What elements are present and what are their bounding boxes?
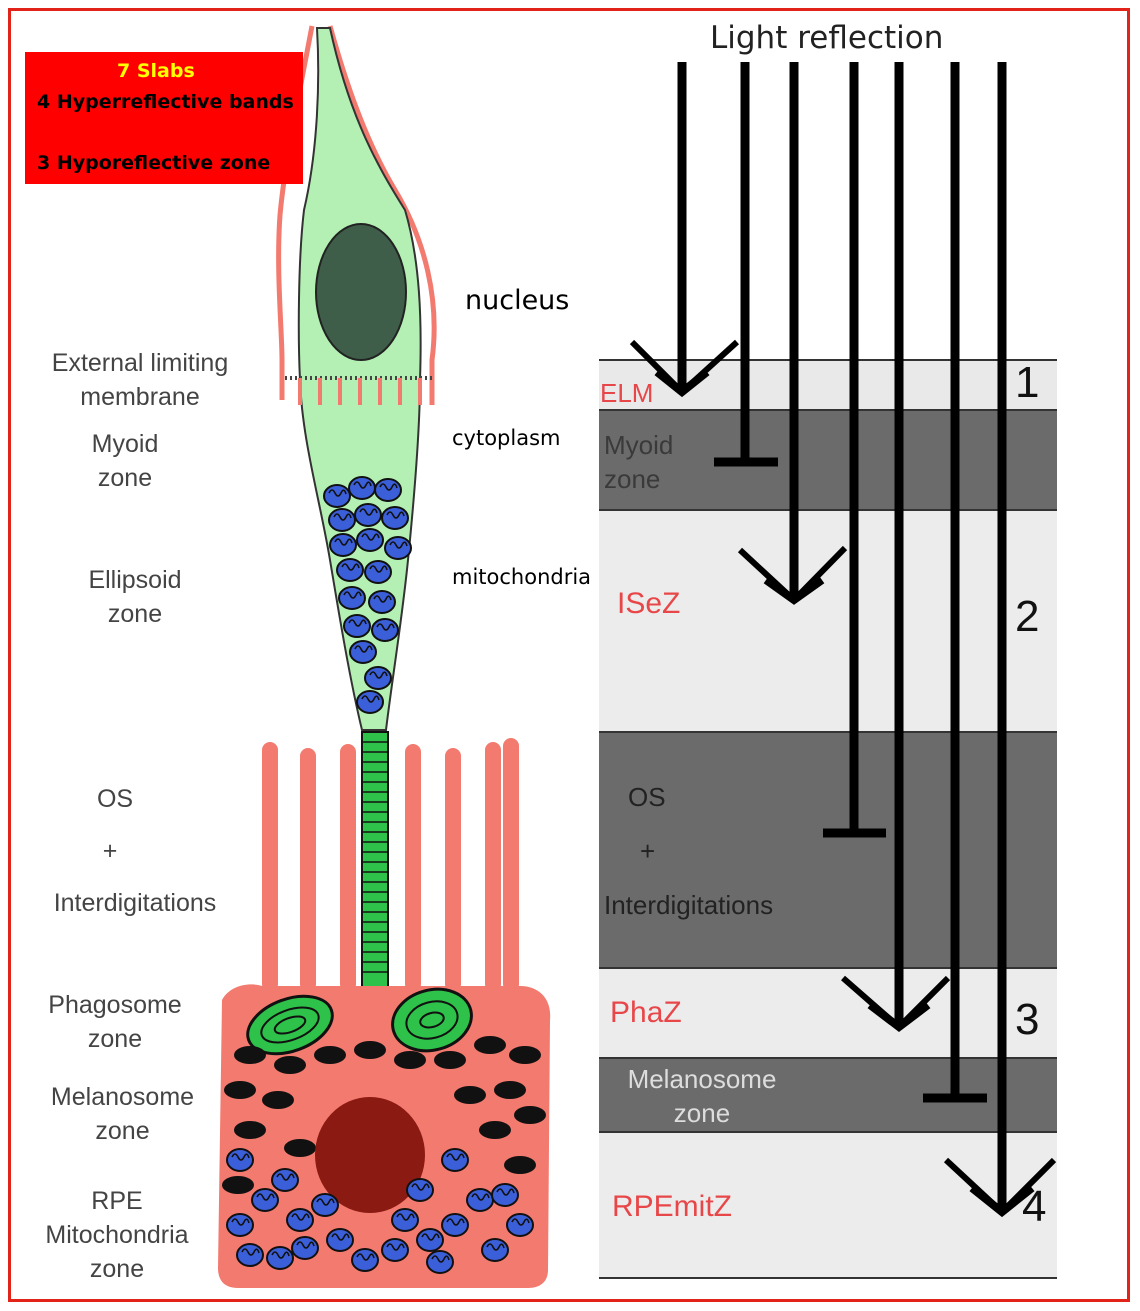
band-label-os: OS + Interdigitations <box>604 770 773 932</box>
label-phagosome-line1: Phagosome <box>30 988 200 1022</box>
label-ellipsoid-line2: zone <box>65 597 205 631</box>
band-label-os-line1: OS <box>628 770 773 824</box>
label-os-interdigitations: OS + Interdigitations <box>25 773 245 929</box>
label-phagosome-zone: Phagosome zone <box>30 988 200 1056</box>
band-number-3: 3 <box>1015 995 1039 1045</box>
label-melanosome-line1: Melanosome <box>30 1080 215 1114</box>
label-myoid-line1: Myoid <box>55 427 195 461</box>
band-label-rpemitz: RPEmitZ <box>612 1190 732 1224</box>
nucleus-shape <box>316 224 406 360</box>
band-label-myoid-line2: zone <box>604 462 673 496</box>
legend-hyperreflective: 4 Hyperreflective bands <box>37 91 294 113</box>
label-melanosome-line2: zone <box>30 1114 215 1148</box>
band-label-os-line3: Interdigitations <box>604 878 773 932</box>
band-isez <box>599 510 1057 732</box>
label-rpe-line1: RPE <box>22 1184 212 1218</box>
band-label-myoid-line1: Myoid <box>604 428 673 462</box>
legend-hyporeflective: 3 Hyporeflective zone <box>37 152 270 174</box>
band-label-os-line2: + <box>640 824 773 878</box>
band-number-1: 1 <box>1015 358 1039 408</box>
legend-box: 7 Slabs 4 Hyperreflective bands 3 Hypore… <box>25 52 303 184</box>
label-rpe-line3: zone <box>22 1252 212 1286</box>
label-os-line3: Interdigitations <box>25 877 245 929</box>
band-label-melanosome-line1: Melanosome <box>612 1062 792 1096</box>
label-melanosome-zone: Melanosome zone <box>30 1080 215 1148</box>
label-myoid-line2: zone <box>55 461 195 495</box>
band-label-melanosome-line2: zone <box>612 1096 792 1130</box>
label-myoid-zone: Myoid zone <box>55 427 195 495</box>
label-os-line2: + <box>0 825 245 877</box>
band-label-melanosome: Melanosome zone <box>612 1062 792 1130</box>
band-label-phaz: PhaZ <box>610 996 682 1030</box>
legend-title: 7 Slabs <box>117 60 195 82</box>
label-ellipsoid-line1: Ellipsoid <box>65 563 205 597</box>
band-label-myoid: Myoid zone <box>604 428 673 496</box>
band-number-2: 2 <box>1015 592 1039 642</box>
label-elm-line1: External limiting <box>20 346 260 380</box>
label-os-line1: OS <box>0 773 245 825</box>
light-reflection-title: Light reflection <box>710 20 943 56</box>
annotation-nucleus: nucleus <box>465 285 569 316</box>
annotation-mitochondria: mitochondria <box>452 565 591 589</box>
label-phagosome-line2: zone <box>30 1022 200 1056</box>
annotation-cytoplasm: cytoplasm <box>452 426 561 450</box>
band-label-isez: ISeZ <box>617 587 680 621</box>
label-external-limiting-membrane: External limiting membrane <box>20 346 260 414</box>
label-rpe-line2: Mitochondria <box>22 1218 212 1252</box>
band-label-elm: ELM <box>600 378 653 409</box>
label-rpe-mitochondria-zone: RPE Mitochondria zone <box>22 1184 212 1286</box>
label-ellipsoid-zone: Ellipsoid zone <box>65 563 205 631</box>
label-elm-line2: membrane <box>20 380 260 414</box>
band-number-4: 4 <box>1022 1182 1046 1232</box>
